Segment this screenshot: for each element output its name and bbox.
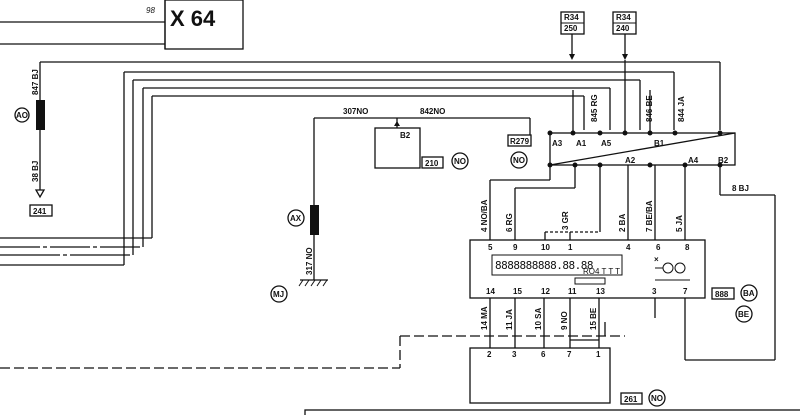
wire-label-317: 317 NO — [305, 247, 314, 275]
wire-label-38: 38 BJ — [31, 161, 40, 182]
label-no-3: NO — [651, 394, 663, 403]
label-mj: MJ — [273, 290, 284, 299]
wire-label-11ja-a: 11 JA — [505, 309, 514, 330]
fuse-ax: AX 317 NO MJ — [270, 205, 328, 303]
display-pin-bot-4: 11 — [568, 287, 577, 296]
connector-261: 2 3 6 7 1 261 NO — [304, 347, 800, 415]
ref-2-code: R34 — [616, 13, 631, 22]
label-ba: BA — [743, 289, 755, 298]
display-pin-top-1: 5 — [488, 243, 493, 252]
header-block: X 64 98 — [0, 0, 244, 50]
bottom-pin-2: 3 — [512, 350, 517, 359]
wire-label-307: 307NO — [343, 107, 368, 116]
middle-wires: 8 BJ 4 NO/BA 6 RG 3 GR 2 BA 7 BE/BA 5 JA — [480, 165, 776, 361]
pin-b2: B2 — [718, 156, 729, 165]
bottom-pin-1: 2 — [487, 350, 492, 359]
ref-888: 888 — [715, 290, 729, 299]
pin-a1: A1 — [576, 139, 587, 148]
display-pin-top-5: 4 — [626, 243, 631, 252]
pin-a5: A5 — [601, 139, 612, 148]
ref-r279: R279 — [510, 137, 530, 146]
pin-a3: A3 — [552, 139, 563, 148]
component-210: 307NO 842NO B2 210 NO — [313, 107, 531, 205]
ground-triangle-icon — [34, 189, 46, 199]
fuse-ao: AO 847 BJ 38 BJ 241 — [14, 69, 53, 217]
ref-241: 241 — [33, 207, 47, 216]
wire-label-15be-a: 15 BE — [589, 307, 598, 330]
wire-label-847: 847 BJ — [31, 69, 40, 95]
wire-label-14ma-a: 14 MA — [480, 306, 489, 330]
wire-label-4no: 4 NO/BA — [480, 199, 489, 232]
upper-feed-wires: 845 RG 846 BE 844 JA — [572, 60, 686, 133]
display-module: 5 9 10 1 4 6 8 8888888888.88.88 RO4 T T … — [469, 239, 758, 323]
pin-b1: B1 — [654, 139, 665, 148]
wire-label-842: 842NO — [420, 107, 445, 116]
display-pin-top-6: 6 — [656, 243, 661, 252]
lcd-sub: RO4 T T T — [583, 267, 620, 276]
wire-label-844: 844 JA — [677, 96, 686, 122]
ref-210: 210 — [425, 159, 439, 168]
arrow-icon — [569, 54, 575, 60]
svg-text:×: × — [654, 255, 659, 264]
display-pin-bot-6: 3 — [652, 287, 657, 296]
ref-2-num: 240 — [616, 24, 630, 33]
wire-label-8bj: 8 BJ — [732, 184, 749, 193]
wire-label-7be: 7 BE/BA — [645, 200, 654, 232]
lower-wires: 14 MA 11 JA 10 SA 9 NO 15 BE — [0, 298, 656, 369]
lamp-icon — [674, 262, 686, 274]
display-pin-bot-2: 15 — [513, 287, 522, 296]
label-be: BE — [738, 310, 750, 319]
lcd-readout: 8888888888.88.88 — [495, 259, 593, 272]
label-ao: AO — [16, 111, 28, 120]
display-pin-bot-5: 13 — [596, 287, 605, 296]
left-wire-bundle — [0, 61, 721, 266]
page-code: X 64 — [170, 6, 216, 31]
display-pin-bot-3: 12 — [541, 287, 550, 296]
display-pin-top-3: 10 — [541, 243, 550, 252]
display-pin-top-2: 9 — [513, 243, 518, 252]
arrow-icon — [622, 54, 628, 60]
wire-label-10sa-a: 10 SA — [534, 308, 543, 330]
display-pin-top-7: 8 — [685, 243, 690, 252]
label-no-2: NO — [513, 156, 525, 165]
wire-label-846: 846 BE — [645, 95, 654, 122]
ref-1-code: R34 — [564, 13, 579, 22]
pin-b2-small: B2 — [400, 131, 411, 140]
page-number: 98 — [146, 6, 155, 15]
display-pin-bot-7: 7 — [683, 287, 688, 296]
display-pin-top-4: 1 — [568, 243, 573, 252]
wire-label-5ja: 5 JA — [675, 215, 684, 232]
label-ax: AX — [290, 214, 302, 223]
top-references: R34 250 R34 240 — [560, 11, 637, 60]
label-no-1: NO — [454, 157, 466, 166]
wire-label-2ba: 2 BA — [618, 214, 627, 232]
ref-261: 261 — [624, 395, 638, 404]
wire-label-6rg: 6 RG — [505, 213, 514, 232]
bottom-pin-5: 1 — [596, 350, 601, 359]
connector-r279: R279 NO A3 A1 A5 B1 A2 A4 B2 — [507, 130, 736, 169]
display-pin-bot-1: 14 — [486, 287, 495, 296]
pin-a4: A4 — [688, 156, 699, 165]
wire-label-3gr: 3 GR — [561, 211, 570, 230]
wire-label-9no-a: 9 NO — [560, 311, 569, 330]
pin-a2: A2 — [625, 156, 636, 165]
ref-1-num: 250 — [564, 24, 578, 33]
bottom-pin-3: 6 — [541, 350, 546, 359]
wire-label-845: 845 RG — [590, 94, 599, 122]
bottom-pin-4: 7 — [567, 350, 572, 359]
